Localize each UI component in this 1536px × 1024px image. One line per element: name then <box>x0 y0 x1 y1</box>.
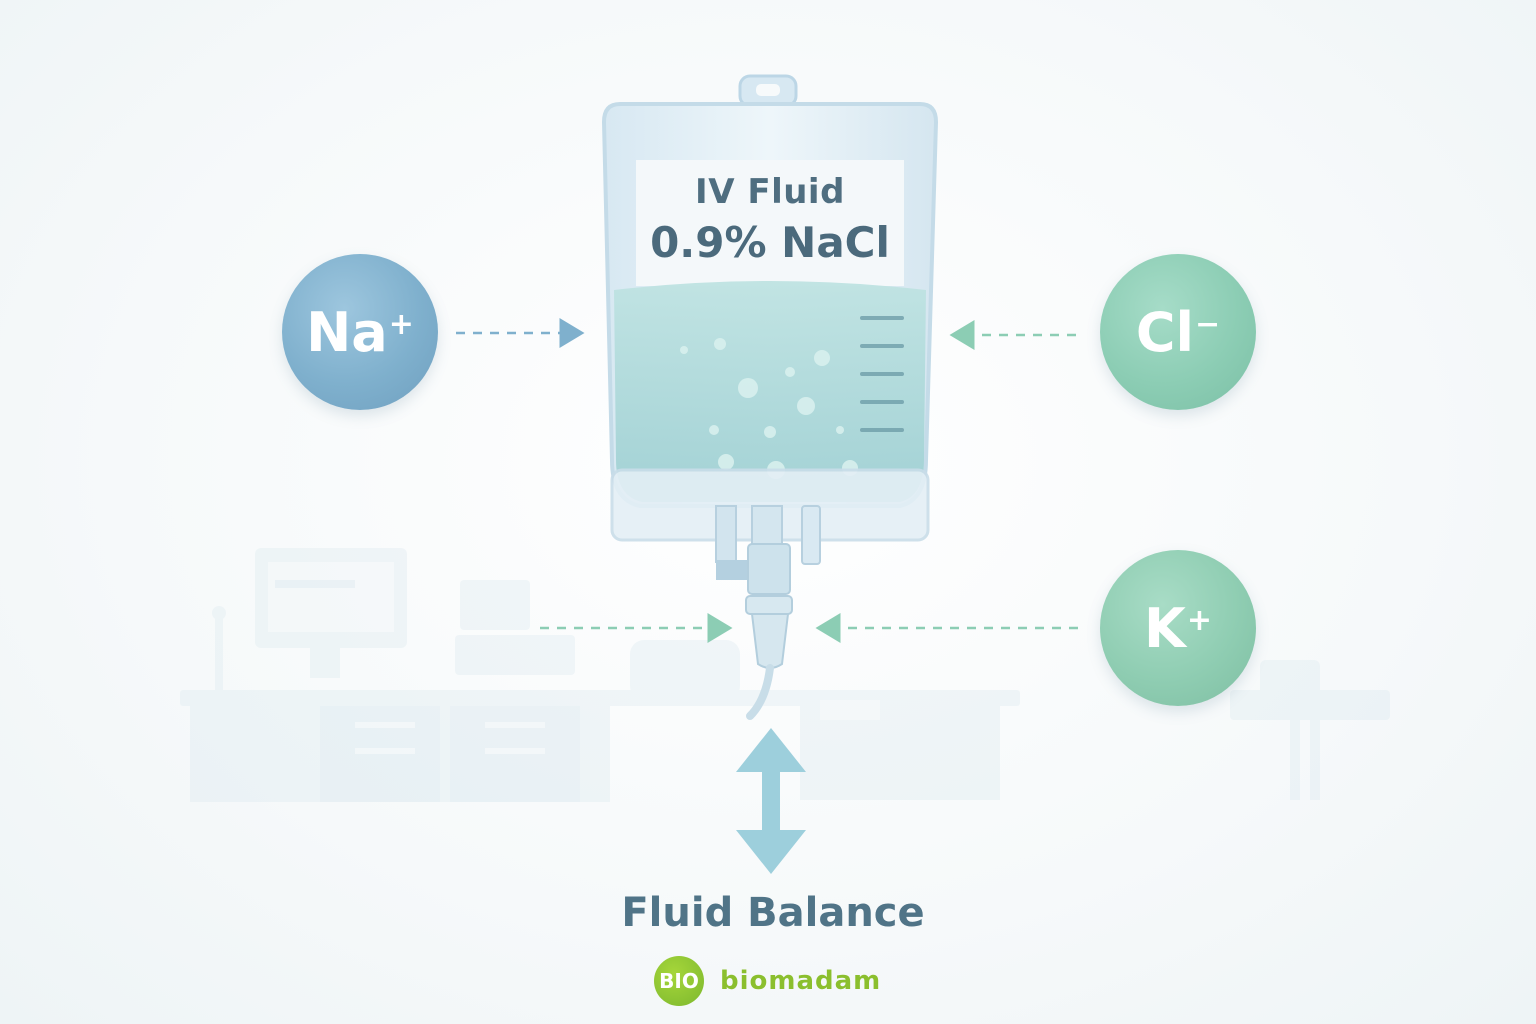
bag-label-title: IV Fluid <box>695 172 845 212</box>
fluid-balance-caption: Fluid Balance <box>621 890 925 936</box>
potassium-ion: K+ <box>1100 550 1256 706</box>
sodium-symbol: Na <box>306 300 388 364</box>
lab-background <box>180 548 1390 802</box>
chloride-symbol: Cl <box>1135 300 1194 364</box>
chloride-ion: Cl− <box>1100 254 1256 410</box>
sodium-ion: Na+ <box>282 254 438 410</box>
logo-wordmark: biomadam <box>720 966 882 996</box>
iv-bag-illustration <box>601 74 939 720</box>
logo-badge-icon: BIO <box>654 956 704 1006</box>
sodium-charge: + <box>388 306 414 342</box>
brand-logo: BIO biomadam <box>654 956 881 1006</box>
potassium-charge: + <box>1186 602 1212 638</box>
balance-double-arrow <box>736 728 806 874</box>
chloride-charge: − <box>1195 306 1221 342</box>
bag-label-concentration: 0.9% NaCl <box>650 218 890 267</box>
potassium-symbol: K <box>1144 596 1186 660</box>
